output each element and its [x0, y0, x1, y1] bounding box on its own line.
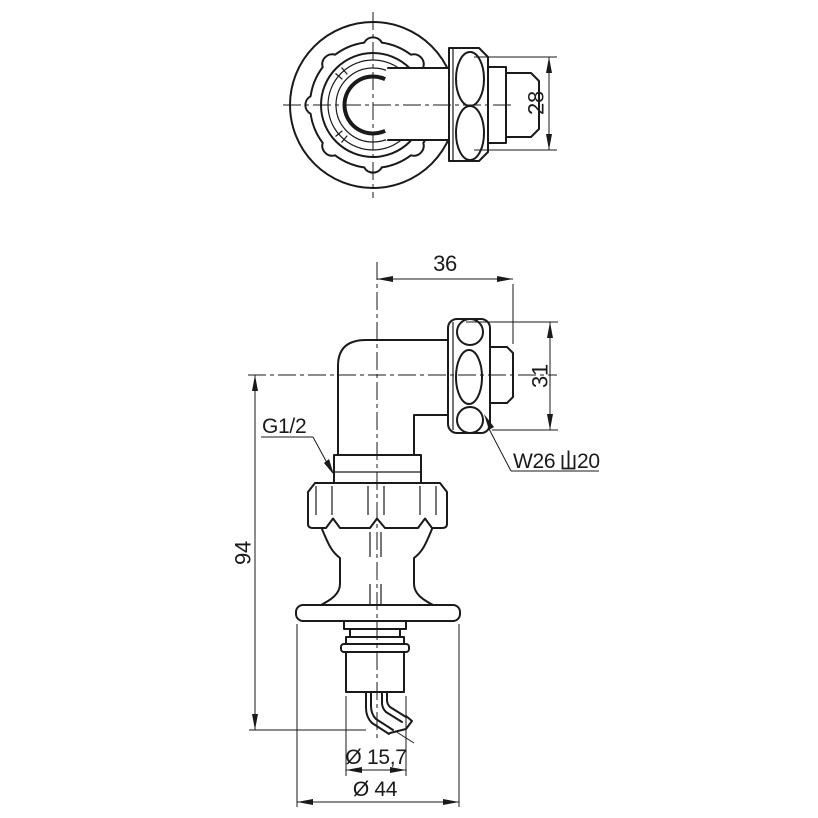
label-outlet-thread: W26 20	[484, 414, 600, 473]
nut-hole-top-front	[456, 318, 484, 346]
nut-slot-ticks	[335, 67, 348, 143]
dim-body-height: 94	[231, 541, 256, 565]
yama-thread-glyph	[561, 450, 576, 470]
spout-cylinder	[345, 651, 405, 693]
inner-bore-lines	[369, 532, 382, 605]
spout-tubes	[365, 691, 413, 735]
dimension-flange-diameter: Ø 44	[296, 624, 460, 807]
lock-nut-lobed-outline-top	[304, 36, 442, 174]
outlet-thread-prefix: W26	[513, 450, 555, 473]
dimension-spout-diameter: Ø 15,7	[345, 696, 407, 776]
dimension-31: 31	[466, 321, 558, 431]
neck-steps	[340, 620, 410, 653]
cap-end-top	[505, 72, 540, 138]
nut-hole-upper	[455, 51, 485, 107]
dimension-36: 36	[377, 251, 514, 344]
elbow-body	[337, 339, 449, 458]
centerlines	[248, 12, 557, 742]
nut-hole-mid-front	[455, 349, 483, 405]
spool-flare	[318, 528, 436, 607]
dim-spout-diameter: Ø 15,7	[345, 746, 406, 769]
dimension-28: 28	[474, 56, 557, 151]
nut-hole-bottom-front	[456, 406, 484, 434]
spout-tip-line	[394, 730, 415, 744]
nut-hole-lower	[455, 105, 485, 161]
dim-nut-height: 31	[528, 364, 553, 388]
inlet-thread-text: G1/2	[262, 415, 306, 438]
label-inlet-thread: G1/2	[261, 415, 334, 475]
wall-flange-plate	[295, 604, 461, 622]
lock-nut-grooves	[315, 486, 437, 515]
dim-cap-height: 28	[524, 91, 549, 115]
dim-offset-width: 36	[433, 251, 457, 276]
outlet-tube-top	[386, 67, 450, 141]
outlet-thread-suffix: 20	[577, 450, 600, 473]
dim-flange-diameter: Ø 44	[353, 778, 398, 801]
front-view: 36 31 94 Ø 15,7	[231, 251, 600, 807]
